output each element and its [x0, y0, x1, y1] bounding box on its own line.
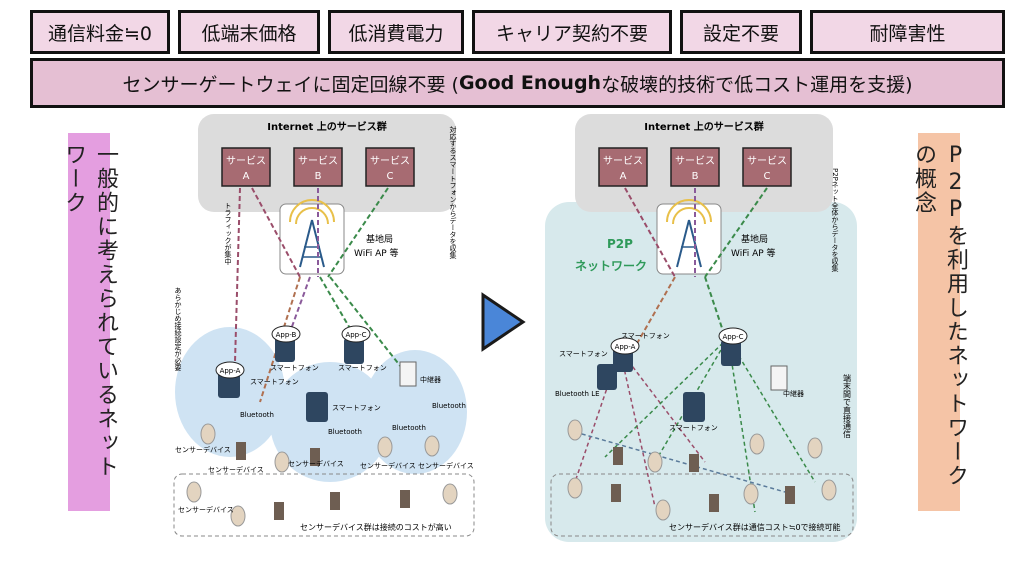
svg-text:センサーデバイス: センサーデバイス	[175, 445, 231, 454]
unconnected-sensor-group	[173, 473, 475, 537]
base-station-label: 基地局	[741, 233, 768, 245]
smartphone-left-icon	[597, 364, 617, 390]
base-station-icon	[656, 199, 722, 275]
svg-text:Bluetooth: Bluetooth	[392, 424, 426, 432]
svg-text:B: B	[692, 171, 699, 182]
service-b: サービス B	[670, 147, 720, 187]
svg-text:Bluetooth: Bluetooth	[240, 411, 274, 419]
svg-text:スマートフォン: スマートフォン	[338, 364, 387, 372]
smartphone-mid-icon	[683, 392, 705, 422]
collect-note: 対応するスマートフォンからデータを収集	[449, 125, 457, 260]
footer-right: センサーデバイス群は通信コスト≒0で接続可能	[669, 522, 841, 532]
wifi-label: WiFi AP 等	[731, 247, 776, 259]
p2p-subtitle: ネットワーク	[575, 259, 647, 273]
svg-text:C: C	[764, 171, 771, 182]
svg-text:センサーデバイス: センサーデバイス	[360, 461, 416, 470]
banner-pre: センサーゲートウェイに固定回線不要 (	[122, 73, 459, 96]
svg-text:C: C	[387, 171, 394, 182]
smartphone-b-icon: App-B	[271, 325, 301, 362]
svg-text:サービス: サービス	[298, 155, 338, 167]
service-c: サービス C	[742, 147, 792, 187]
service-a: サービス A	[221, 147, 271, 187]
collect-note: P2Pネット全体からデータを収集	[831, 168, 839, 273]
left-side-label: 一般的に考えられているネットワーク	[61, 133, 118, 511]
tag-low-power: 低消費電力	[328, 10, 464, 54]
smartphone-a-icon: App-A	[215, 361, 245, 398]
smartphone-c-icon: App-C	[341, 325, 371, 364]
svg-text:A: A	[620, 171, 627, 182]
svg-text:App-C: App-C	[345, 331, 366, 339]
base-station-label: 基地局	[366, 233, 393, 245]
banner-post: な破壊的技術で低コスト運用を支援)	[601, 73, 913, 96]
svg-text:サービス: サービス	[226, 155, 266, 167]
banner-bold: Good Enough	[458, 72, 602, 94]
svg-text:センサーデバイス: センサーデバイス	[288, 459, 344, 468]
tag-no-setup: 設定不要	[680, 10, 802, 54]
smartphone-c-icon: App-C	[718, 327, 748, 366]
svg-text:スマートフォン: スマートフォン	[250, 378, 299, 386]
traffic-note: トラフィックが集中	[224, 202, 232, 266]
svg-text:Bluetooth LE: Bluetooth LE	[555, 390, 600, 398]
tag-fault-tolerance: 耐障害性	[810, 10, 1005, 54]
cloud-title: Internet 上のサービス群	[267, 120, 387, 133]
svg-text:スマートフォン: スマートフォン	[332, 404, 381, 412]
diagram-p2p: Internet 上のサービス群 サービス A サービス B サービス C P2…	[545, 114, 857, 542]
relay-icon	[770, 365, 788, 391]
base-station-icon	[279, 199, 345, 275]
svg-text:Bluetooth: Bluetooth	[328, 428, 362, 436]
smartphone-mid-icon	[306, 392, 328, 422]
svg-text:スマートフォン: スマートフォン	[621, 332, 670, 340]
service-a: サービス A	[598, 147, 648, 187]
svg-text:App-A: App-A	[220, 367, 241, 375]
cloud-title: Internet 上のサービス群	[644, 120, 764, 133]
svg-text:スマートフォン: スマートフォン	[270, 364, 319, 372]
relay-icon	[399, 361, 417, 387]
service-c: サービス C	[365, 147, 415, 187]
tag-no-carrier: キャリア契約不要	[472, 10, 672, 54]
presetting-note: あらかじめ接続設定が必要	[174, 287, 182, 372]
smartphone-a-icon: App-A	[610, 337, 640, 372]
svg-text:スマートフォン: スマートフォン	[669, 424, 718, 432]
svg-text:サービス: サービス	[603, 155, 643, 167]
right-side-label: P2Pを利用したネットワークの概念	[911, 133, 968, 511]
tag-comm-cost: 通信料金≒0	[30, 10, 170, 54]
p2p-title: P2P	[607, 237, 633, 251]
footer-left: センサーデバイス群は接続のコストが高い	[300, 522, 452, 532]
svg-text:Bluetooth: Bluetooth	[432, 402, 466, 410]
svg-text:サービス: サービス	[370, 155, 410, 167]
service-b: サービス B	[293, 147, 343, 187]
svg-text:App-C: App-C	[722, 333, 743, 341]
svg-text:センサーデバイス: センサーデバイス	[208, 465, 264, 474]
svg-text:サービス: サービス	[747, 155, 787, 167]
svg-text:App-B: App-B	[276, 331, 297, 339]
tag-low-device-price: 低端末価格	[178, 10, 320, 54]
direct-note: 端末間で直接通信	[843, 373, 852, 439]
svg-text:スマートフォン: スマートフォン	[559, 350, 608, 358]
svg-text:サービス: サービス	[675, 155, 715, 167]
connected-sensor-group	[550, 473, 854, 537]
svg-text:センサーデバイス: センサーデバイス	[178, 505, 234, 514]
diagram-conventional: Internet 上のサービス群 サービス A サービス B サービス C 対応…	[173, 114, 475, 537]
transition-arrow-icon	[481, 292, 526, 352]
svg-text:センサーデバイス: センサーデバイス	[418, 461, 474, 470]
wifi-label: WiFi AP 等	[354, 247, 399, 259]
svg-text:B: B	[315, 171, 322, 182]
svg-text:A: A	[243, 171, 250, 182]
svg-text:App-A: App-A	[615, 343, 636, 351]
svg-text:中継器: 中継器	[420, 375, 441, 384]
svg-text:中継器: 中継器	[783, 389, 804, 398]
